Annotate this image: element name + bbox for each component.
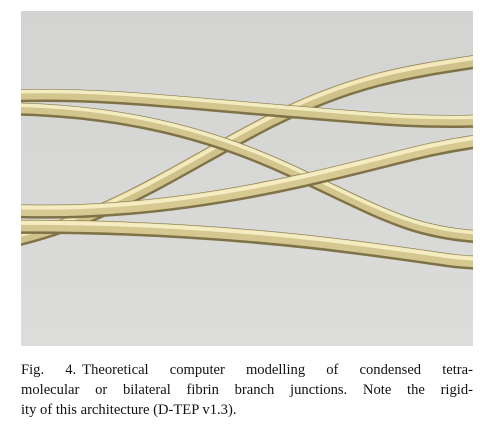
figure-caption: Fig. 4. Theoretical computer modelling of… (21, 360, 473, 420)
caption-line-2: molecular or bilateral fibrin branch jun… (21, 382, 473, 398)
render-background (21, 11, 473, 346)
caption-text-1: Theoretical computer modelling of conden… (82, 362, 473, 378)
caption-line-1: Fig. 4. Theoretical computer modelling of… (21, 360, 473, 380)
caption-line-3: ity of this architecture (D-TEP v1.3). (21, 402, 237, 418)
figure-label: Fig. 4. (21, 362, 77, 378)
figure-image (21, 11, 473, 346)
fibrin-junction-rendering (21, 11, 473, 346)
fibrin-fiber-5 (21, 219, 473, 270)
fibrin-fiber-2 (21, 88, 473, 128)
fibrin-fiber-3 (21, 102, 473, 243)
fibrin-fiber-4 (21, 135, 473, 219)
